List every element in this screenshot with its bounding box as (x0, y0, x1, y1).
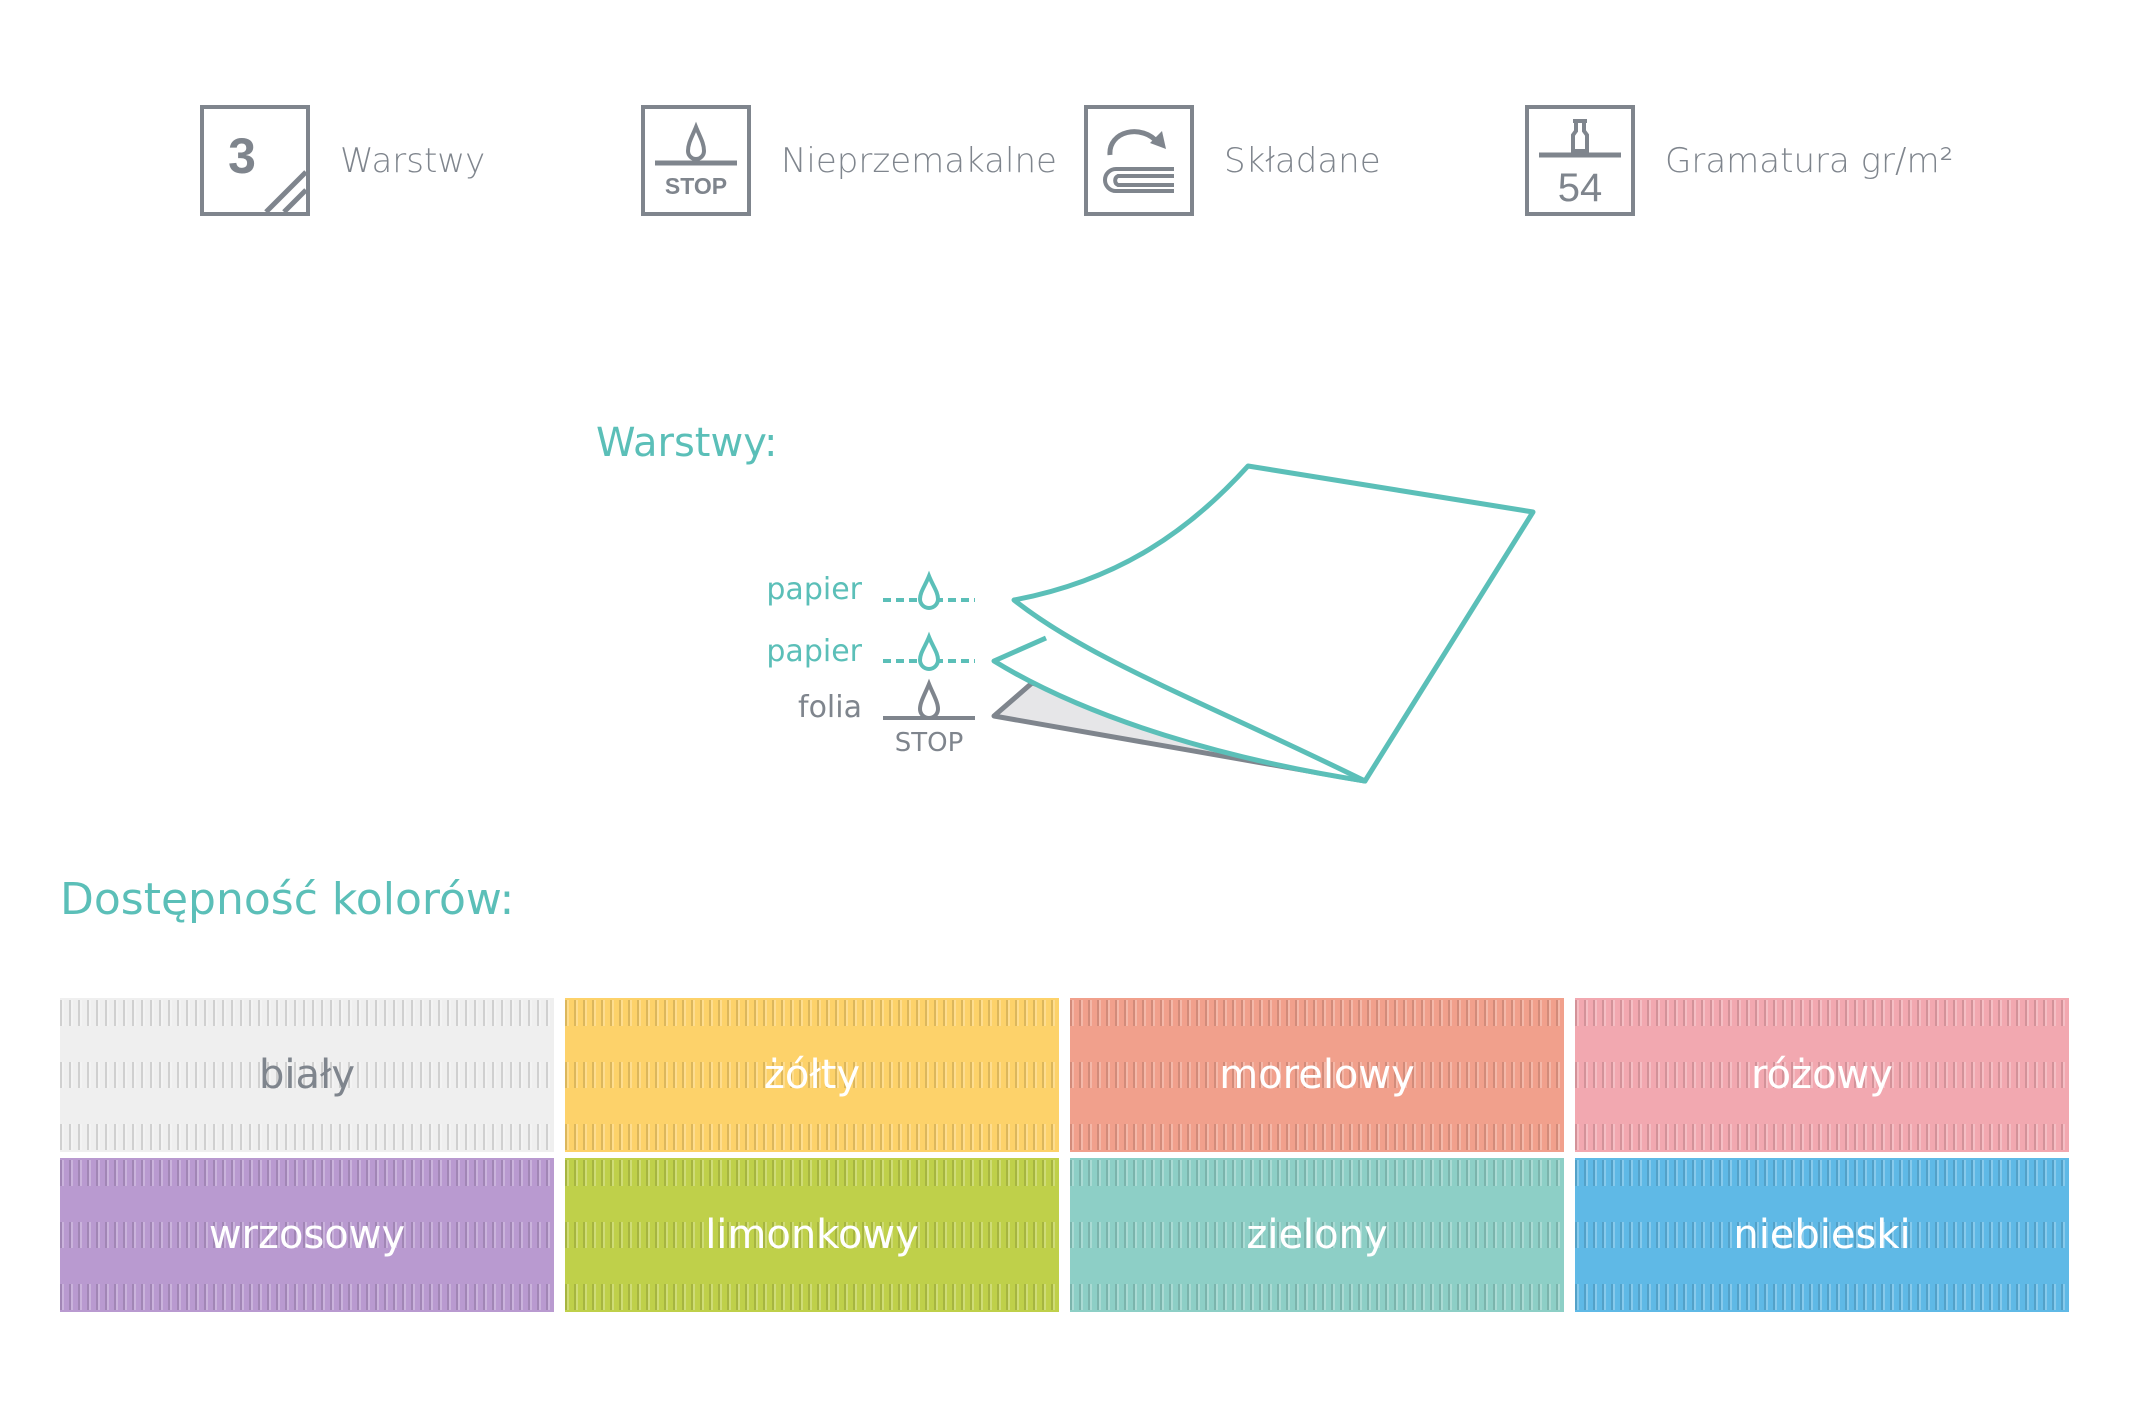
layer-label-foil: folia (798, 690, 862, 725)
texture-band (565, 1000, 1059, 1026)
texture-band (1575, 1000, 2069, 1026)
feature-layers: 3 Warstwy (200, 105, 486, 216)
stop-label: STOP (894, 728, 964, 758)
texture-band (60, 1062, 554, 1088)
feature-label: Nieprzemakalne (781, 140, 1057, 181)
color-name: morelowy (1219, 1052, 1415, 1098)
color-swatch: morelowy (1070, 998, 1564, 1152)
texture-band (1575, 1124, 2069, 1150)
color-swatch: zielony (1070, 1158, 1564, 1312)
color-swatch: biały (60, 998, 554, 1152)
texture-band (1070, 1124, 1564, 1150)
drop-dashed-icon (883, 570, 975, 610)
feature-label: Składane (1224, 140, 1381, 181)
color-name: różowy (1751, 1052, 1893, 1098)
texture-band (1575, 1222, 2069, 1248)
feature-folded: Składane (1084, 105, 1381, 216)
texture-band (1575, 1062, 2069, 1088)
feature-label: Gramatura gr/m² (1665, 140, 1954, 181)
texture-band (60, 1222, 554, 1248)
texture-band (1070, 1062, 1564, 1088)
texture-band (1575, 1284, 2069, 1310)
texture-band (1575, 1160, 2069, 1186)
color-name: biały (258, 1052, 356, 1098)
color-name: zielony (1246, 1212, 1388, 1258)
texture-band (60, 1000, 554, 1026)
three-layers-icon: 3 (200, 105, 310, 216)
drop-stop-icon (883, 678, 975, 720)
feature-waterproof: STOP Nieprzemakalne (641, 105, 1057, 216)
texture-band (1070, 1160, 1564, 1186)
color-name: niebieski (1733, 1212, 1911, 1258)
color-name: wrzosowy (208, 1212, 406, 1258)
feature-label: Warstwy (340, 140, 486, 181)
texture-band (1070, 1000, 1564, 1026)
texture-band (1070, 1284, 1564, 1310)
layer-label-paper-1: papier (766, 572, 862, 607)
color-swatch: wrzosowy (60, 1158, 554, 1312)
icon-weight-number: 54 (1558, 166, 1603, 210)
layer-label-paper-2: papier (766, 634, 862, 669)
texture-band (60, 1284, 554, 1310)
texture-band (565, 1062, 1059, 1088)
colors-title: Dostępność kolorów: (60, 874, 515, 925)
texture-band (565, 1124, 1059, 1150)
layers-title: Warstwy: (596, 420, 778, 466)
color-swatch: limonkowy (565, 1158, 1059, 1312)
color-name: żółty (763, 1052, 861, 1098)
drop-dashed-icon (883, 631, 975, 671)
color-swatch: żółty (565, 998, 1059, 1152)
icon-stop-text: STOP (665, 173, 727, 199)
folded-icon (1084, 105, 1194, 216)
waterproof-stop-icon: STOP (641, 105, 751, 216)
feature-weight: 54 Gramatura gr/m² (1525, 105, 1954, 216)
color-name: limonkowy (705, 1212, 919, 1258)
color-swatch: niebieski (1575, 1158, 2069, 1312)
texture-band (60, 1160, 554, 1186)
texture-band (1070, 1222, 1564, 1248)
texture-band (60, 1124, 554, 1150)
texture-band (565, 1284, 1059, 1310)
weight-icon: 54 (1525, 105, 1635, 216)
paper-sheet-middle (991, 635, 1366, 784)
texture-band (565, 1222, 1059, 1248)
icon-number: 3 (228, 128, 256, 184)
texture-band (565, 1160, 1059, 1186)
color-swatch: różowy (1575, 998, 2069, 1152)
paper-sheet-top (1011, 463, 1536, 784)
